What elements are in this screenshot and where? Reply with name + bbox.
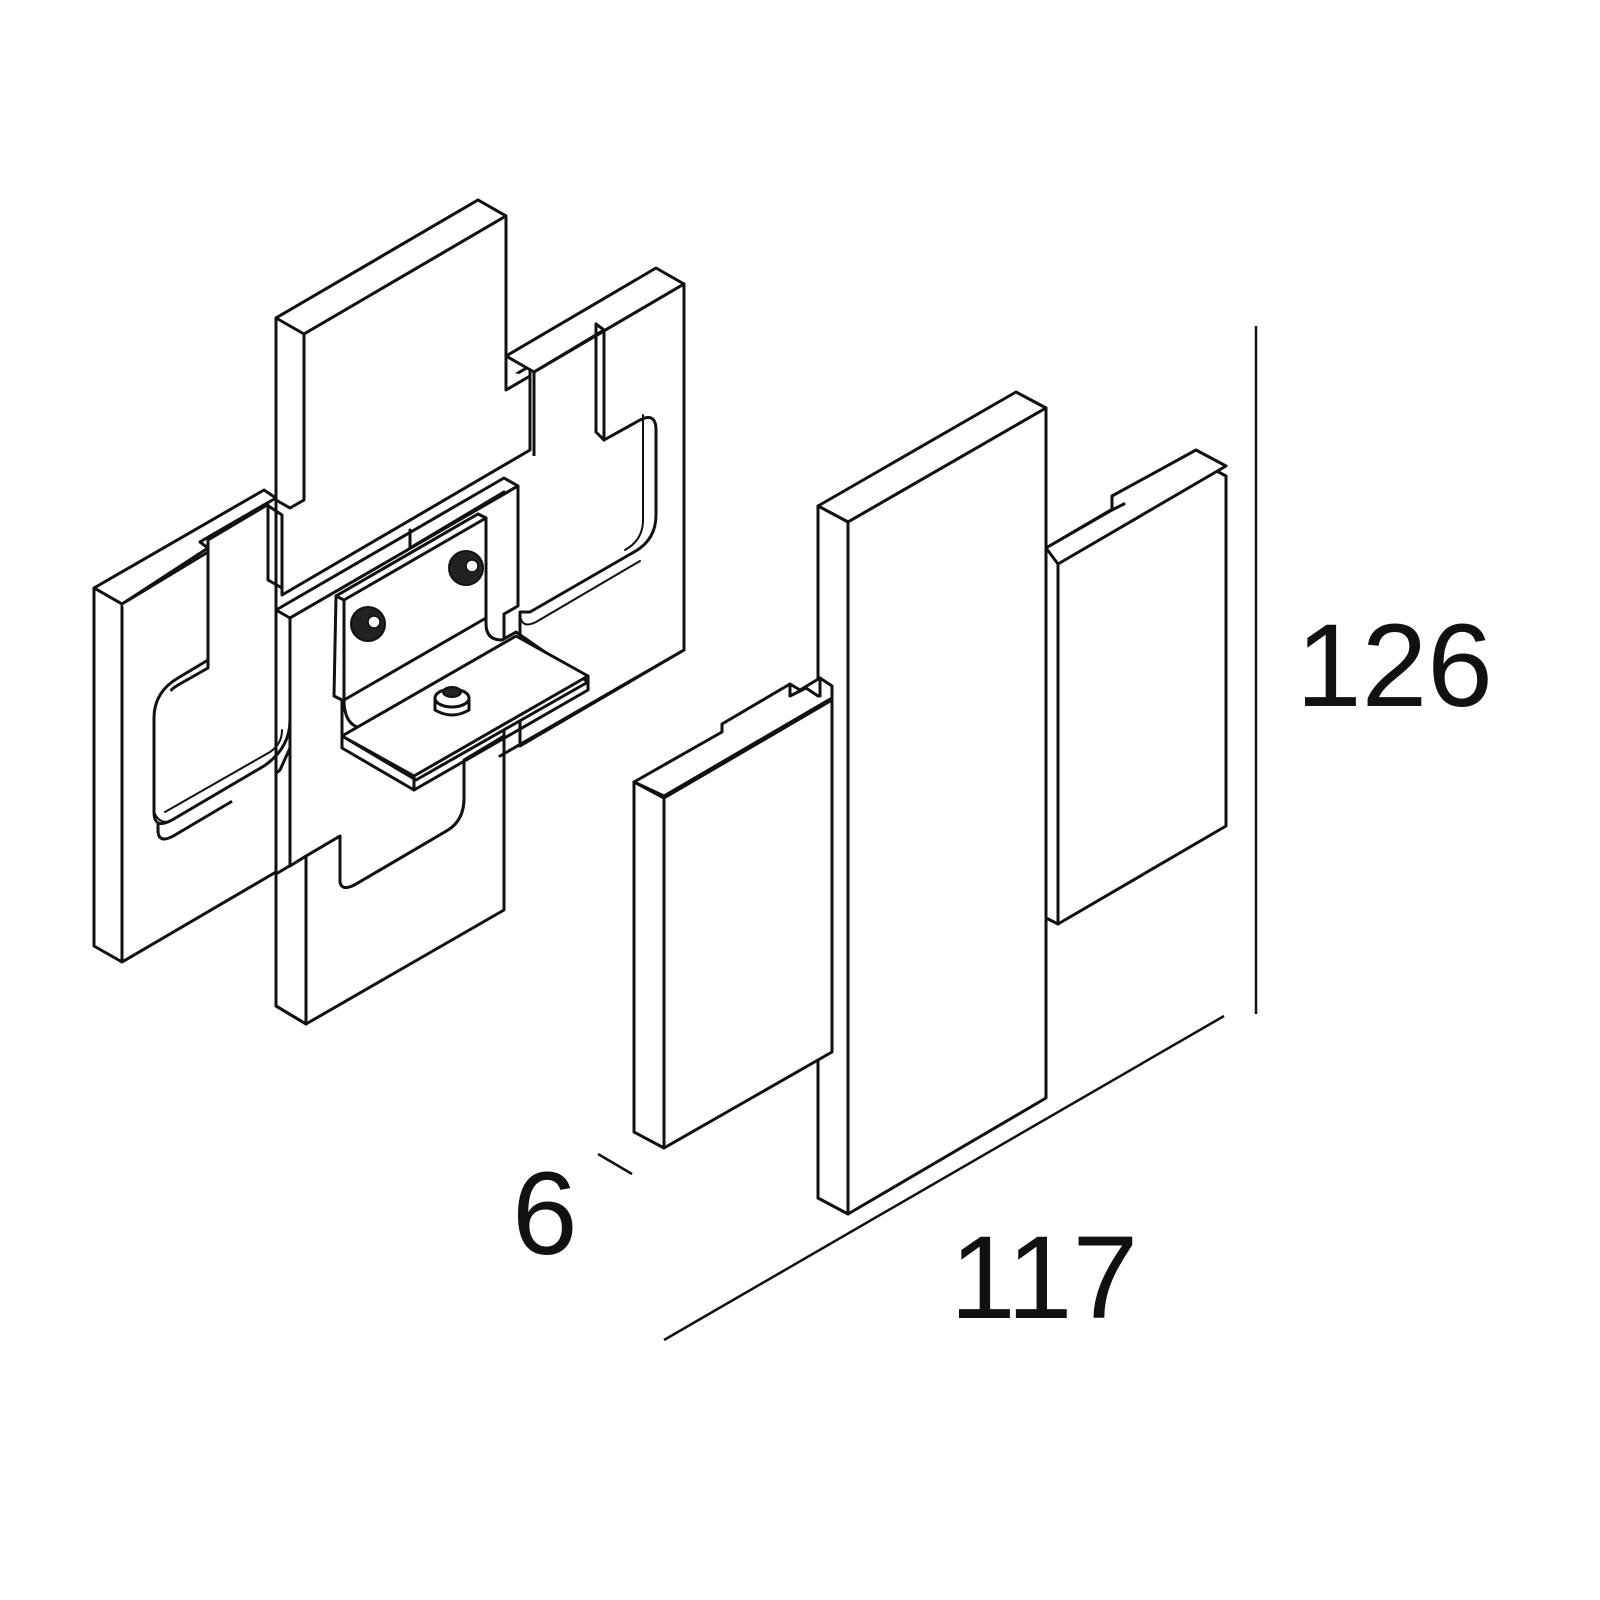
- height-label: 126: [1296, 600, 1493, 732]
- screw-center: [433, 686, 471, 717]
- screw-right: [448, 550, 484, 586]
- width-label: 117: [950, 1212, 1138, 1344]
- thickness-label: 6: [512, 1148, 578, 1280]
- luminaire-cover: [632, 390, 1228, 1216]
- screw-left: [350, 606, 386, 642]
- dimensions: [597, 326, 1258, 1342]
- thickness-dim-line: [597, 1152, 633, 1176]
- mounting-plate: [92, 198, 686, 1026]
- width-dim-line: [663, 1014, 1225, 1342]
